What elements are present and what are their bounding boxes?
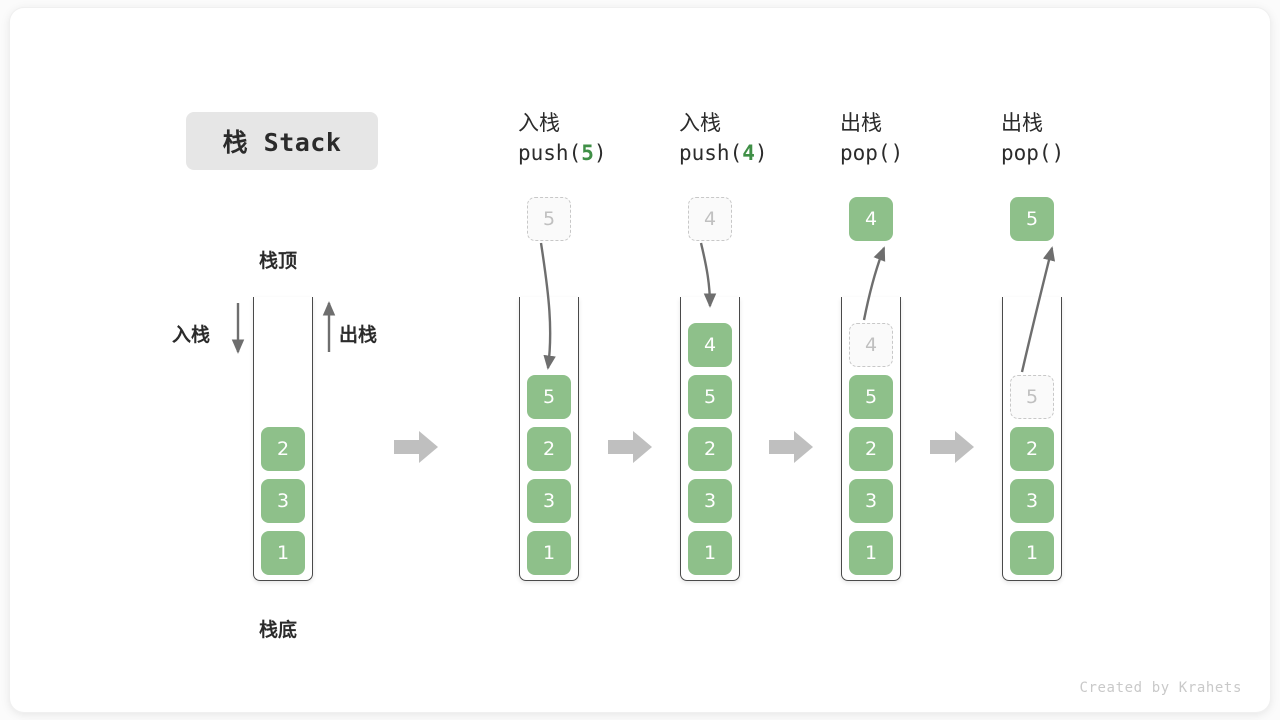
stack-container-push4 xyxy=(680,297,740,581)
operation-label-code: pop() xyxy=(840,141,904,166)
operation-arg: 4 xyxy=(742,141,755,166)
operation-label-pop2: 出栈 pop() xyxy=(1001,108,1064,169)
operation-arg: 5 xyxy=(581,141,594,166)
operation-label-code: push(5) xyxy=(518,141,607,166)
stack-cell: 3 xyxy=(261,479,305,523)
footer-credit: Created by Krahets xyxy=(1079,680,1242,696)
detached-cell-push5: 5 xyxy=(527,197,571,241)
operation-label-cn: 出栈 xyxy=(840,111,882,135)
operation-label-pop1: 出栈 pop() xyxy=(840,108,903,169)
detached-cell-push4: 4 xyxy=(688,197,732,241)
operation-label-cn: 入栈 xyxy=(679,111,721,135)
stack-cell: 3 xyxy=(849,479,893,523)
stack-cell: 1 xyxy=(261,531,305,575)
stack-cell: 3 xyxy=(688,479,732,523)
stack-cell: 2 xyxy=(261,427,305,471)
transition-arrow-icon xyxy=(929,429,974,465)
pop-direction-label: 出栈 xyxy=(339,324,378,346)
stack-cell: 1 xyxy=(688,531,732,575)
stack-container-pop1 xyxy=(841,297,901,581)
push-direction-label: 入栈 xyxy=(172,324,211,346)
stack-cell: 2 xyxy=(1010,427,1054,471)
stack-bottom-label: 栈底 xyxy=(259,619,298,641)
operation-label-cn: 出栈 xyxy=(1001,111,1043,135)
detached-cell-pop1: 4 xyxy=(849,197,893,241)
operation-label-cn: 入栈 xyxy=(518,111,560,135)
stack-cell: 5 xyxy=(688,375,732,419)
ghost-cell-pop2: 5 xyxy=(1010,375,1054,419)
transition-arrow-icon xyxy=(768,429,813,465)
stack-cell: 3 xyxy=(527,479,571,523)
stack-cell: 2 xyxy=(849,427,893,471)
operation-label-push4: 入栈 push(4) xyxy=(679,108,768,169)
stack-cell: 3 xyxy=(1010,479,1054,523)
stack-top-label: 栈顶 xyxy=(259,250,298,272)
stack-cell: 1 xyxy=(849,531,893,575)
operation-label-code: pop() xyxy=(1001,141,1065,166)
title-badge: 栈 Stack xyxy=(186,112,378,170)
detached-cell-pop2: 5 xyxy=(1010,197,1054,241)
transition-arrow-icon xyxy=(607,429,652,465)
stack-cell: 5 xyxy=(849,375,893,419)
operation-label-push5: 入栈 push(5) xyxy=(518,108,607,169)
stack-container-initial xyxy=(253,297,313,581)
stack-cell: 1 xyxy=(1010,531,1054,575)
ghost-cell-pop1: 4 xyxy=(849,323,893,367)
operation-label-code: push(4) xyxy=(679,141,768,166)
stack-cell: 2 xyxy=(527,427,571,471)
transition-arrow-icon xyxy=(394,429,438,465)
stack-cell: 4 xyxy=(688,323,732,367)
stack-cell: 2 xyxy=(688,427,732,471)
stack-container-pop2 xyxy=(1002,297,1062,581)
stack-container-push5 xyxy=(519,297,579,581)
stack-cell: 5 xyxy=(527,375,571,419)
stack-cell: 1 xyxy=(527,531,571,575)
